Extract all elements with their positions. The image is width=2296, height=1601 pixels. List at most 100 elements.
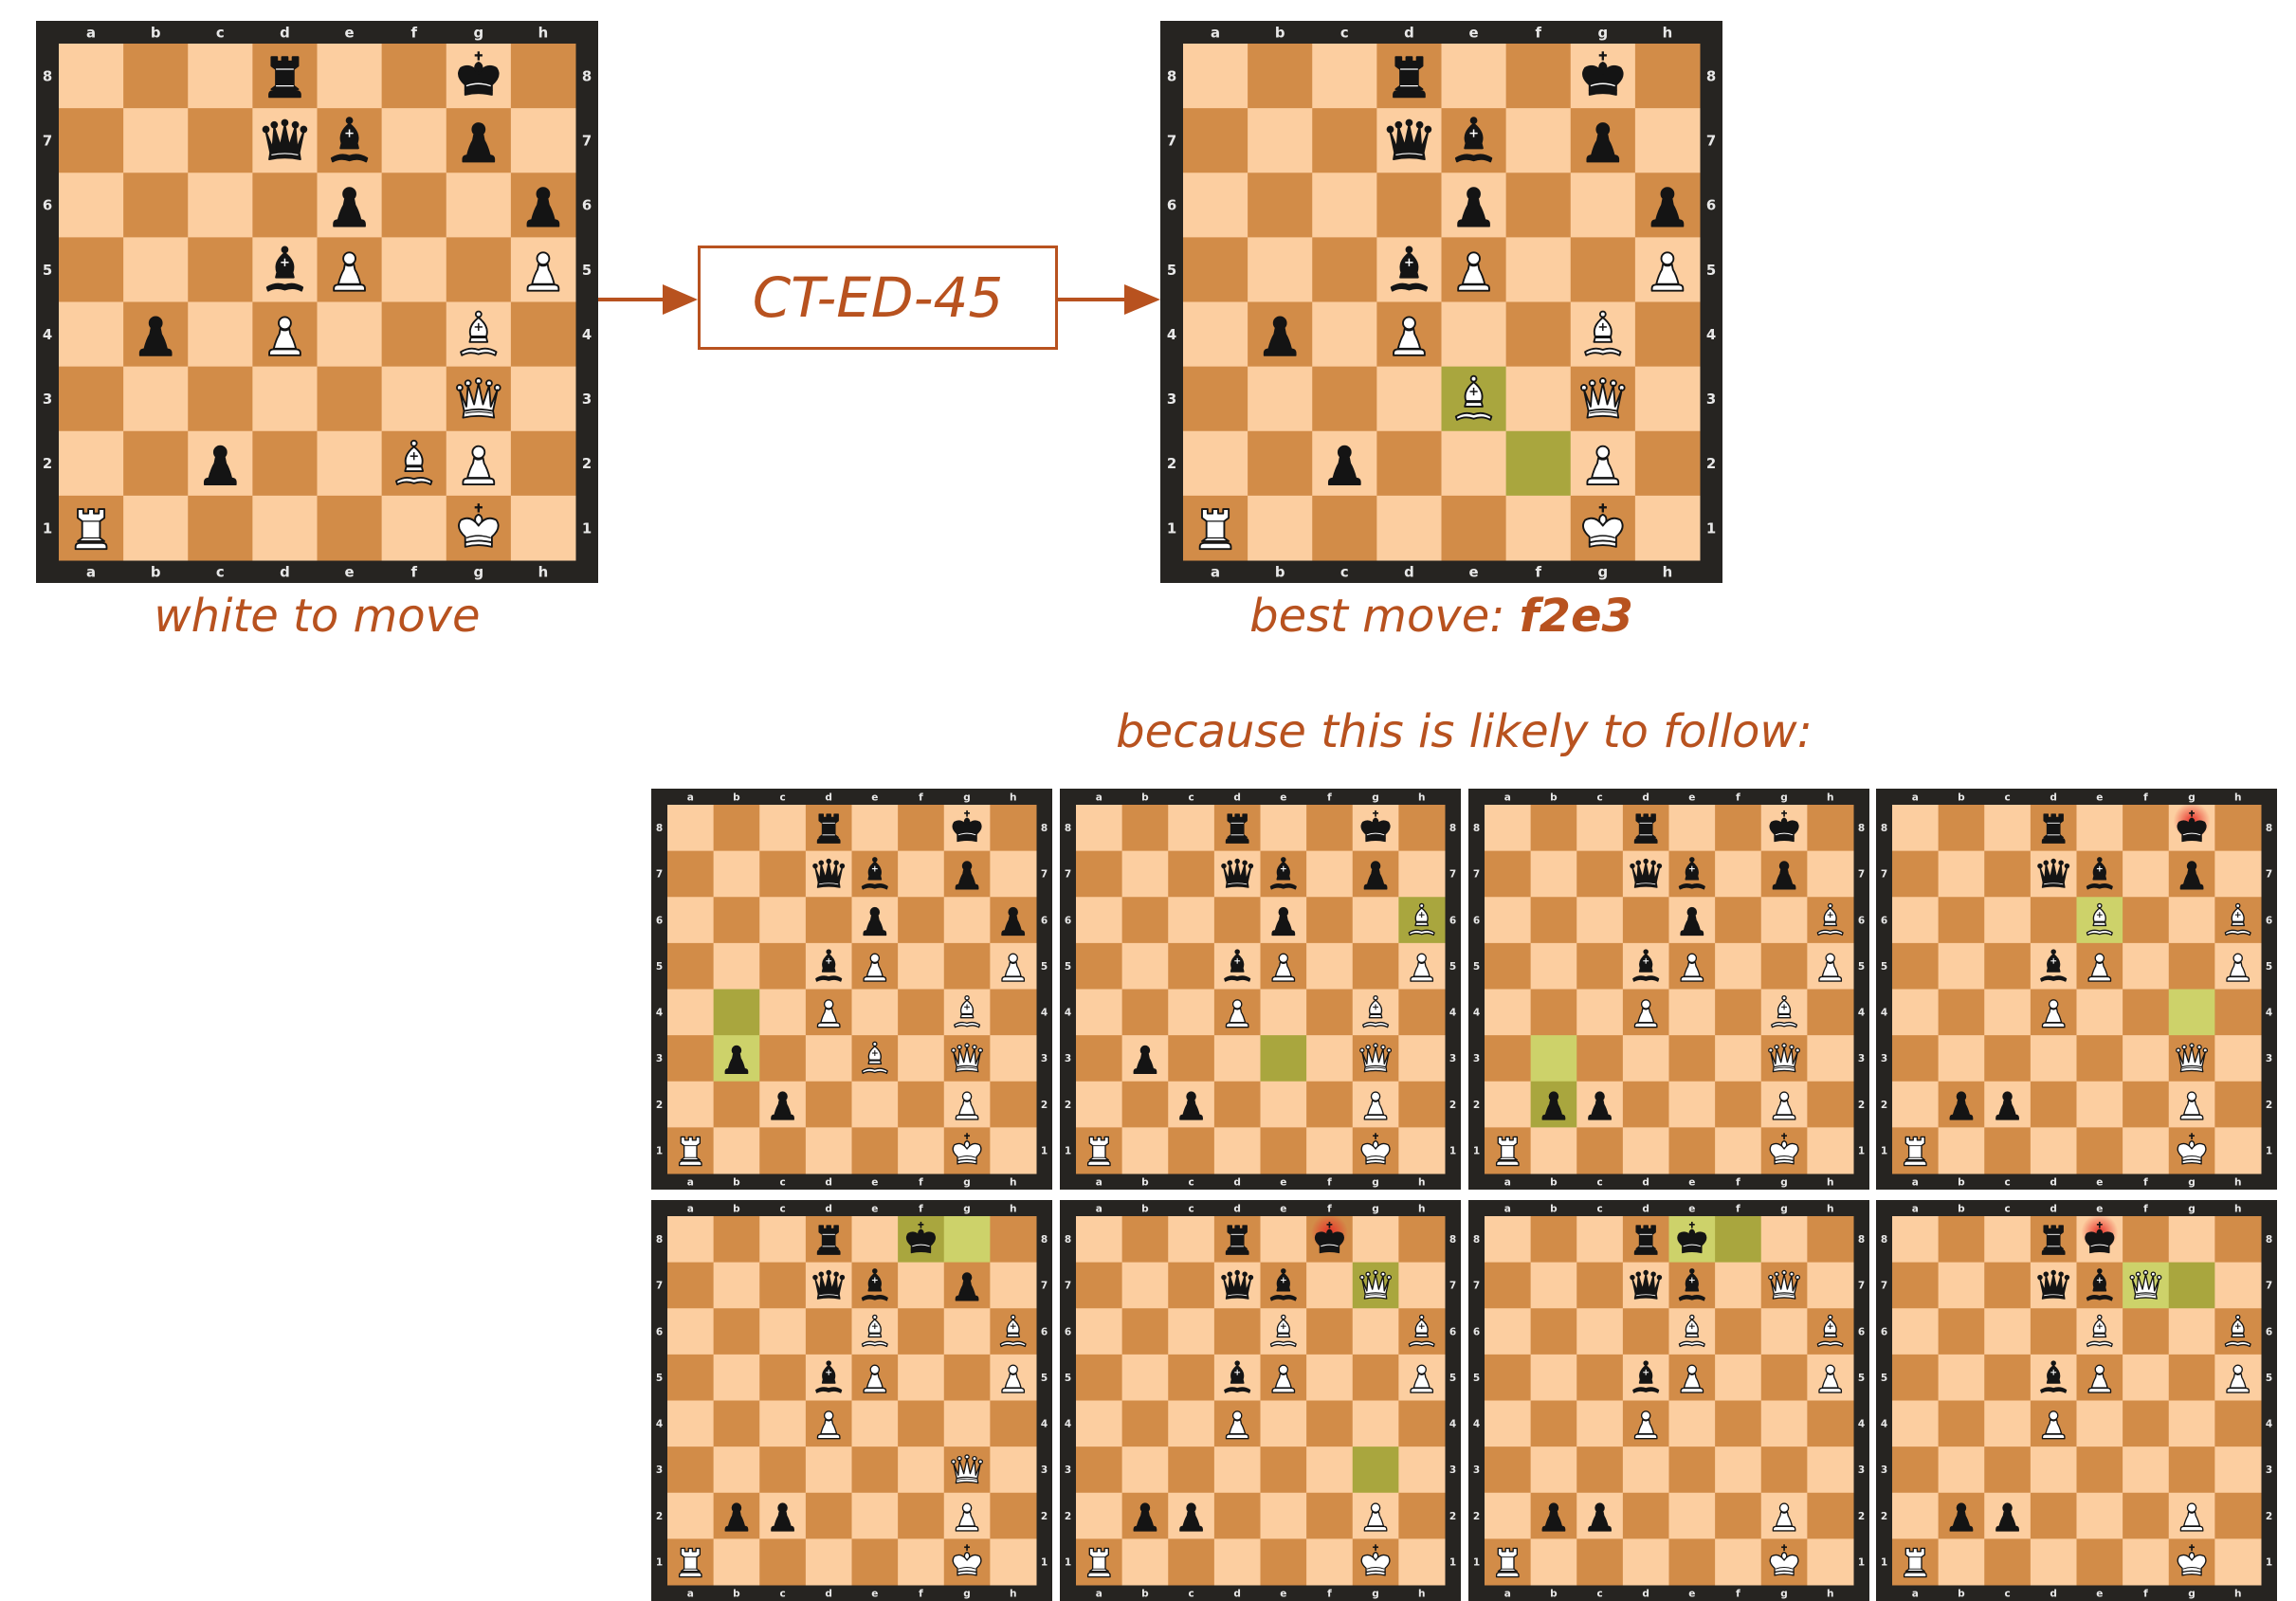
file-label: b xyxy=(1275,24,1285,41)
square-d1 xyxy=(1213,1127,1261,1174)
square-c7 xyxy=(1984,850,2032,898)
square-a5 xyxy=(1076,942,1123,990)
rank-label: 3 xyxy=(1706,391,1716,408)
square-b3 xyxy=(1530,1446,1577,1494)
square-c3 xyxy=(1312,366,1377,432)
square-e1 xyxy=(317,495,383,561)
square-c7 xyxy=(1576,1262,1624,1309)
file-label: a xyxy=(1096,1203,1102,1214)
white-pawn-icon xyxy=(1650,251,1685,292)
white-bishop-icon xyxy=(861,1041,888,1074)
black-pawn-icon xyxy=(1541,1091,1566,1120)
rank-label: 7 xyxy=(1065,869,1071,881)
rank-label: 2 xyxy=(2266,1100,2272,1111)
square-g3 xyxy=(1760,1446,1808,1494)
file-label: d xyxy=(1233,1588,1241,1599)
square-a6 xyxy=(667,1308,715,1355)
square-d2 xyxy=(1622,1081,1669,1128)
file-label: a xyxy=(1504,1203,1511,1214)
square-c1 xyxy=(1576,1538,1624,1586)
square-e1 xyxy=(1441,495,1507,561)
rank-label: 8 xyxy=(1041,1234,1048,1246)
white-king-icon xyxy=(2177,1544,2207,1576)
file-label: g xyxy=(1780,1588,1788,1599)
square-e4 xyxy=(1260,989,1307,1036)
square-f8 xyxy=(2123,805,2170,852)
square-f3 xyxy=(898,1446,945,1494)
rank-label: 5 xyxy=(1473,1373,1480,1384)
square-b4 xyxy=(713,1400,760,1447)
square-d6 xyxy=(2030,897,2077,944)
file-label: h xyxy=(2234,1588,2242,1599)
file-label: f xyxy=(919,791,923,803)
square-e4 xyxy=(1668,989,1716,1036)
square-d3 xyxy=(805,1035,852,1082)
square-b4 xyxy=(1938,1400,1985,1447)
rank-label: 7 xyxy=(1706,133,1716,150)
rank-label: 3 xyxy=(656,1465,663,1476)
square-f3 xyxy=(1715,1446,1762,1494)
square-b6 xyxy=(123,173,189,238)
black-king-icon xyxy=(952,810,982,843)
white-bishop-icon xyxy=(1584,310,1622,356)
rank-label: 4 xyxy=(1858,1419,1865,1430)
square-b7 xyxy=(1121,1262,1169,1309)
file-label: d xyxy=(1233,1203,1241,1214)
file-label: h xyxy=(1418,1203,1426,1214)
rank-label: 1 xyxy=(1041,1556,1048,1568)
square-h1 xyxy=(990,1538,1037,1586)
white-pawn-icon xyxy=(863,1364,887,1393)
square-g8 xyxy=(1760,1216,1808,1264)
white-rook-icon xyxy=(1495,1547,1520,1578)
square-d2 xyxy=(1213,1081,1261,1128)
file-label: d xyxy=(2050,1588,2057,1599)
file-label: b xyxy=(733,791,740,803)
rank-label: 6 xyxy=(1473,915,1480,926)
white-pawn-icon xyxy=(1772,1091,1796,1120)
square-f4 xyxy=(1306,1400,1354,1447)
rank-label: 2 xyxy=(2266,1511,2272,1522)
white-bishop-icon xyxy=(1362,994,1390,1028)
square-a4 xyxy=(1485,989,1532,1036)
square-a4 xyxy=(1076,1400,1123,1447)
rank-label: 1 xyxy=(1167,519,1176,537)
white-queen-icon xyxy=(1580,377,1626,419)
square-a3 xyxy=(1485,1446,1532,1494)
white-bishop-icon xyxy=(2086,902,2113,937)
square-f4 xyxy=(1715,989,1762,1036)
square-c8 xyxy=(1984,805,2032,852)
black-bishop-icon xyxy=(815,1360,843,1393)
square-f1 xyxy=(2123,1127,2170,1174)
white-pawn-icon xyxy=(1225,999,1249,1028)
rank-label: 1 xyxy=(1065,1556,1071,1568)
square-d3 xyxy=(2030,1446,2077,1494)
square-b5 xyxy=(713,1354,760,1401)
file-label: f xyxy=(1736,791,1740,803)
square-f5 xyxy=(381,237,447,302)
square-f5 xyxy=(1715,1354,1762,1401)
rank-label: 5 xyxy=(1881,961,1887,973)
square-d1 xyxy=(1376,495,1442,561)
file-label: b xyxy=(1141,1203,1149,1214)
square-h1 xyxy=(1398,1538,1446,1586)
file-label: b xyxy=(733,1176,740,1188)
square-h4 xyxy=(1634,301,1701,368)
square-e1 xyxy=(1260,1127,1307,1174)
square-c5 xyxy=(1984,942,2032,990)
caption-best-move-value: f2e3 xyxy=(1519,590,1633,643)
rank-label: 2 xyxy=(1473,1100,1480,1111)
black-queen-icon xyxy=(1630,858,1663,888)
file-label: g xyxy=(1780,791,1788,803)
square-h3 xyxy=(1807,1035,1854,1082)
file-label: c xyxy=(1188,1176,1194,1188)
square-f2 xyxy=(898,1492,945,1539)
file-label: g xyxy=(1597,24,1608,41)
square-c5 xyxy=(1312,237,1377,302)
square-c6 xyxy=(759,1308,807,1355)
file-label: d xyxy=(2050,1176,2057,1188)
square-d3 xyxy=(1213,1446,1261,1494)
file-label: h xyxy=(1418,791,1426,803)
square-b1 xyxy=(713,1127,760,1174)
rank-label: 5 xyxy=(1881,1373,1887,1384)
